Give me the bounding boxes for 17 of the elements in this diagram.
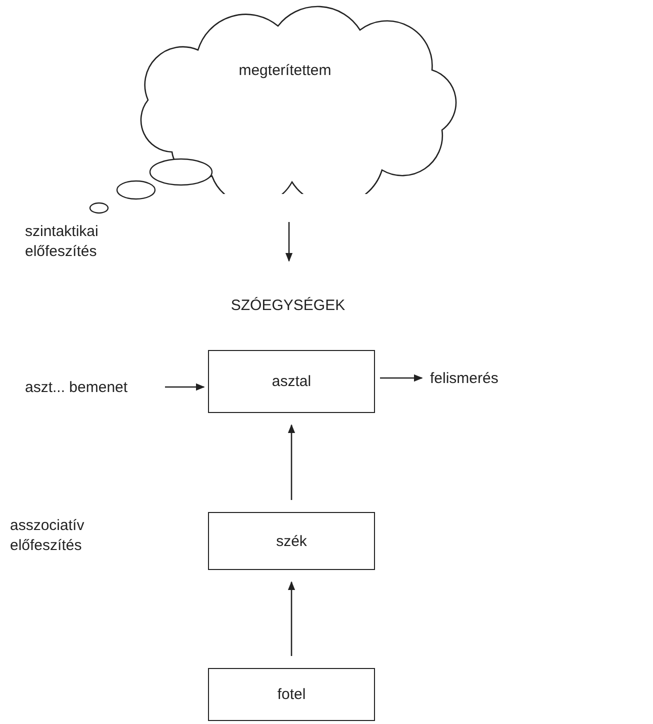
thought-cloud: megterítettem [238, 62, 332, 78]
annotation-text: szintaktikai előfeszítés [25, 222, 100, 262]
annotation-text: asszociatív előfeszítés [10, 516, 86, 556]
arrow [288, 581, 296, 656]
process-box [208, 512, 375, 570]
process-box [208, 668, 375, 721]
arrow [288, 424, 296, 500]
arrow [380, 374, 423, 382]
box-label: asztal [272, 373, 312, 390]
text-label: felismerés [430, 370, 498, 386]
box-label: fotel [277, 686, 306, 703]
box-label: szék [276, 532, 307, 550]
arrow [165, 383, 205, 391]
text-label: aszt... bemenet [25, 378, 128, 396]
process-box [208, 350, 375, 413]
arrow [285, 222, 293, 262]
heading-text: SZÓEGYSÉGEK [230, 296, 346, 314]
